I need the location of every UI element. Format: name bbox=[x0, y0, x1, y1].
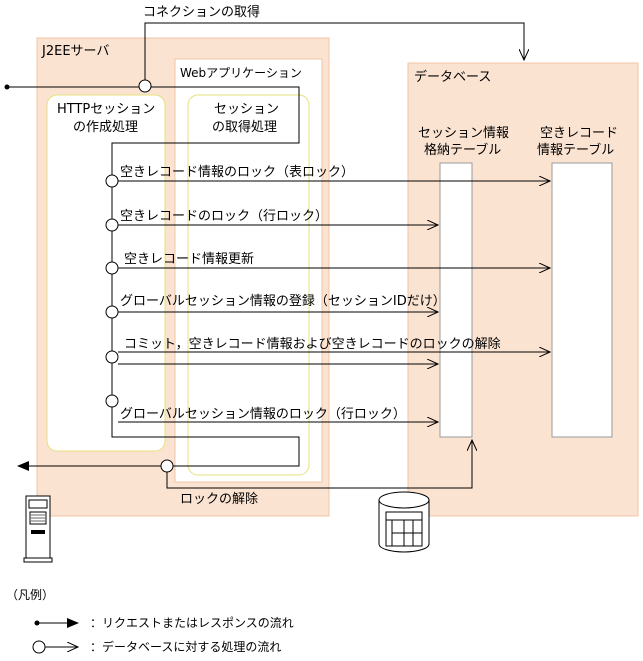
database-label: データベース bbox=[414, 69, 491, 85]
session-table-label-2: 格納テーブル bbox=[424, 142, 501, 158]
connection-acquire-label: コネクションの取得 bbox=[143, 4, 260, 20]
step-label-5: コミット，空きレコード情報および空きレコードのロックの解除 bbox=[124, 337, 501, 352]
step-label-3: 空きレコード情報更新 bbox=[124, 251, 254, 267]
step-node-4 bbox=[105, 305, 119, 319]
http-session-process bbox=[46, 94, 166, 452]
http-session-label-2: の作成処理 bbox=[73, 120, 138, 135]
step-label-4: グローバルセッション情報の登録（セッションIDだけ） bbox=[120, 294, 446, 309]
session-acquire-label-1: セッション bbox=[214, 102, 279, 117]
client-terminal-icon bbox=[23, 495, 53, 563]
step-label-1: 空きレコード情報のロック（表ロック） bbox=[120, 165, 354, 180]
session-acquire-label-2: の取得処理 bbox=[212, 119, 277, 135]
session-info-table bbox=[439, 162, 473, 438]
free-record-table-label-2: 情報テーブル bbox=[537, 142, 614, 158]
step-node-5 bbox=[105, 350, 119, 364]
free-record-table-label-1: 空きレコード bbox=[540, 126, 618, 141]
session-table-label-1: セッション情報 bbox=[418, 126, 509, 141]
legend-open-circle bbox=[32, 640, 46, 654]
request-flow-line bbox=[111, 86, 300, 467]
lock-release-label: ロックの解除 bbox=[180, 492, 258, 507]
step-node-2 bbox=[105, 218, 119, 232]
response-node bbox=[160, 459, 174, 473]
database-cylinder-icon bbox=[378, 491, 430, 553]
j2ee-server-label: J2EEサーバ bbox=[41, 44, 109, 59]
legend-request-response-text: ：リクエストまたはレスポンスの流れ bbox=[90, 616, 294, 630]
connection-acquire-arrow bbox=[144, 22, 524, 80]
step-node-3 bbox=[105, 261, 119, 275]
lock-release-arrow bbox=[166, 440, 472, 489]
step-label-2: 空きレコードのロック（行ロック） bbox=[120, 209, 328, 224]
free-record-table bbox=[551, 162, 613, 438]
step-label-6: グローバルセッション情報のロック（行ロック） bbox=[120, 407, 406, 422]
connection-acquire-node bbox=[138, 79, 152, 93]
web-application-label: Webアプリケーション bbox=[180, 66, 302, 80]
session-acquire-process bbox=[187, 94, 310, 476]
legend-title: （凡例） bbox=[6, 588, 54, 602]
http-session-label-1: HTTPセッション bbox=[57, 102, 155, 117]
step-node-1 bbox=[105, 174, 119, 188]
step-node-6 bbox=[105, 394, 119, 408]
legend-db-processing-text: ：データベースに対する処理の流れ bbox=[90, 639, 281, 654]
